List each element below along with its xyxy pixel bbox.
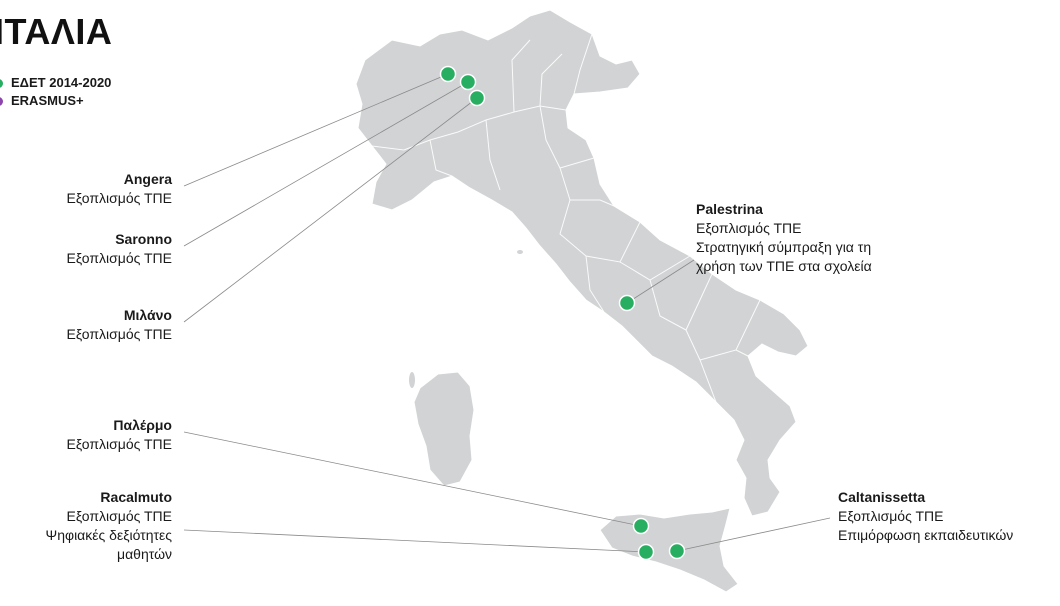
project-line: Επιμόρφωση εκπαιδευτικών [838, 527, 1014, 543]
leader-line-saronno [183, 81, 469, 247]
project-line: Εξοπλισμός ΤΠΕ [66, 250, 172, 266]
marker-racalmuto[interactable] [637, 543, 655, 561]
elba-island [517, 250, 523, 254]
regional-borders [371, 33, 761, 403]
italy-mainland [355, 9, 809, 517]
legend-item-edet: ΕΔΕΤ 2014-2020 [0, 74, 111, 92]
leader-line-palermo [183, 431, 642, 527]
legend-item-erasmus: ERASMUS+ [0, 92, 111, 110]
leader-line-palestrina [626, 259, 695, 304]
project-line: Εξοπλισμός ΤΠΕ [66, 326, 172, 342]
marker-angera[interactable] [439, 65, 457, 83]
city-name: Angera [123, 171, 172, 187]
project-line: Εξοπλισμός ΤΠΕ [696, 220, 802, 236]
project-line: Εξοπλισμός ΤΠΕ [66, 508, 172, 524]
location-markers [439, 65, 686, 561]
legend: ΕΔΕΤ 2014-2020 ERASMUS+ [0, 74, 111, 110]
map-title: ΙΤΑΛΙΑ [0, 11, 113, 52]
project-line: Ψηφιακές δεξιότητες [45, 527, 172, 543]
project-line: Στρατηγική σύμπραξη για τη [696, 239, 872, 255]
city-name: Παλέρμο [113, 417, 172, 433]
project-line: χρήση των ΤΠΕ στα σχολεία [696, 258, 872, 274]
sardinia [413, 371, 475, 487]
city-name: Saronno [115, 231, 172, 247]
leader-line-racalmuto [183, 529, 647, 553]
project-line: Εξοπλισμός ΤΠΕ [838, 508, 944, 524]
legend-label-edet: ΕΔΕΤ 2014-2020 [11, 75, 112, 90]
project-line: μαθητών [117, 546, 172, 562]
legend-purple-dot-icon [0, 96, 3, 106]
legend-label-erasmus: ERASMUS+ [11, 93, 84, 108]
marker-caltanissetta[interactable] [668, 542, 686, 560]
corsica [409, 372, 415, 388]
city-name: Racalmuto [100, 489, 172, 505]
marker-palestrina[interactable] [618, 294, 636, 312]
marker-saronno[interactable] [459, 73, 477, 91]
leader-line-angera [183, 73, 449, 187]
city-name: Μιλάνο [123, 307, 172, 323]
city-name: Palestrina [696, 201, 763, 217]
project-line: Εξοπλισμός ΤΠΕ [66, 436, 172, 452]
project-line: Εξοπλισμός ΤΠΕ [66, 190, 172, 206]
marker-milano[interactable] [468, 89, 486, 107]
leader-line-milano [183, 97, 478, 323]
leader-line-caltanissetta [676, 517, 831, 552]
city-name: Caltanissetta [838, 489, 926, 505]
marker-palermo[interactable] [632, 517, 650, 535]
leader-lines [183, 73, 831, 553]
legend-green-dot-icon [0, 78, 3, 88]
